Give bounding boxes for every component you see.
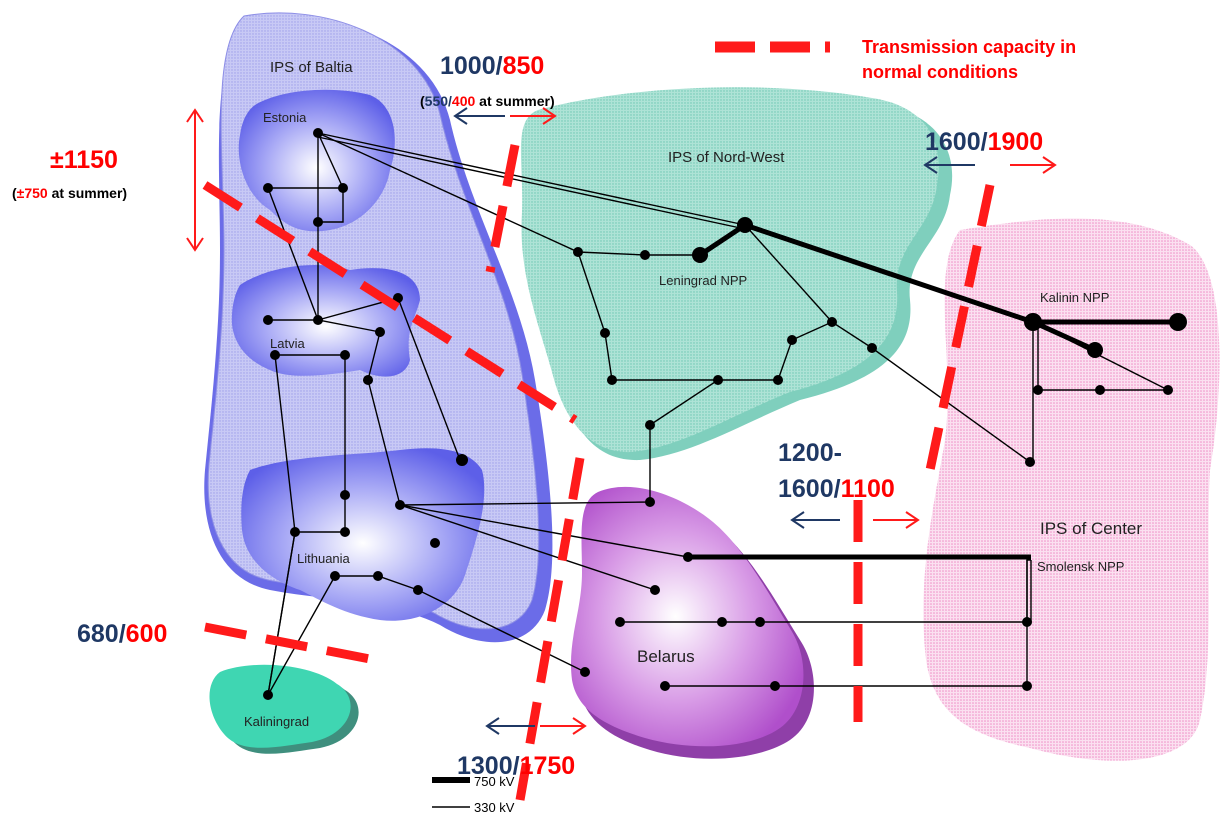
label-latvia: Latvia (270, 336, 305, 351)
legend-capacity-line1: Transmission capacity in (862, 37, 1076, 57)
cap-estonia-latvia: ±1150 (50, 146, 118, 174)
latvia-region (231, 265, 420, 377)
label-center: IPS of Center (1040, 519, 1142, 538)
cap-baltia-belarus: 1300/1750 (457, 752, 575, 780)
cap-estonia-latvia-summer: (±750 at summer) (12, 185, 127, 201)
legend-capacity-line2: normal conditions (862, 62, 1018, 82)
cap-belarus-center-line1: 1200- (778, 439, 842, 467)
cap-baltia-kaliningrad: 680/600 (77, 620, 167, 648)
label-belarus: Belarus (637, 647, 695, 666)
lines-750kv (688, 222, 1178, 560)
legend: Transmission capacity in normal conditio… (432, 37, 1076, 815)
belarus-region (570, 486, 814, 759)
estonia-region (238, 89, 395, 232)
cap-baltia-nordwest: 1000/850 (440, 52, 544, 80)
label-kalinin-npp: Kalinin NPP (1040, 290, 1109, 305)
kaliningrad-region (209, 664, 359, 754)
legend-750kv-label: 750 kV (474, 774, 515, 789)
label-kaliningrad: Kaliningrad (244, 714, 309, 729)
label-lithuania: Lithuania (297, 551, 351, 566)
lithuania-region (241, 448, 485, 621)
nord-west-region (520, 87, 953, 461)
center-region (923, 218, 1220, 761)
label-estonia: Estonia (263, 110, 307, 125)
legend-330kv-label: 330 kV (474, 800, 515, 815)
label-smolensk-npp: Smolensk NPP (1037, 559, 1124, 574)
cap-nordwest-center: 1600/1900 (925, 128, 1043, 156)
cap-belarus-center: 1600/1100 (778, 475, 895, 503)
label-leningrad-npp: Leningrad NPP (659, 273, 747, 288)
flow-arrows (186, 107, 1057, 735)
substation-nodes (263, 128, 1187, 700)
capacity-boundaries (202, 144, 995, 801)
cap-baltia-nordwest-summer: (550/400 at summer) (420, 93, 555, 109)
label-nord-west: IPS of Nord-West (668, 149, 785, 166)
label-baltia: IPS of Baltia (270, 59, 353, 76)
